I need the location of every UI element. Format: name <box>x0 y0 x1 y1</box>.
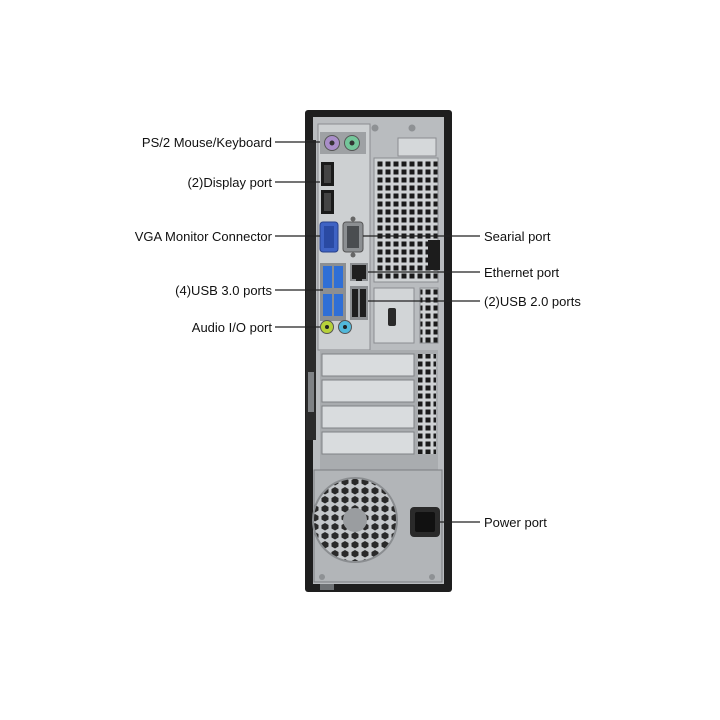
screw-icon <box>319 574 325 580</box>
expansion-slot <box>321 431 415 455</box>
usb3-port <box>323 266 332 288</box>
usb3-port <box>334 294 343 316</box>
label-ethernet: Ethernet port <box>484 265 560 280</box>
serial-port <box>342 216 364 258</box>
usb3-ports <box>320 263 346 321</box>
callout-labels: PS/2 Mouse/Keyboard (2)Display port VGA … <box>135 135 582 530</box>
usb2-ports <box>350 286 368 320</box>
label-ps2: PS/2 Mouse/Keyboard <box>142 135 272 150</box>
lock-tab <box>428 240 440 270</box>
label-serial: Searial port <box>484 229 551 244</box>
label-audio: Audio I/O port <box>192 320 273 335</box>
screw-icon <box>408 124 416 132</box>
usb2-port <box>360 289 366 317</box>
expansion-slot <box>321 405 415 429</box>
screw-icon <box>371 124 379 132</box>
top-vent-grid <box>373 157 439 283</box>
side-vent <box>419 287 439 344</box>
expansion-slot <box>321 353 415 377</box>
io-panel <box>317 123 371 351</box>
expansion-slots <box>320 350 438 470</box>
ps2-ports <box>320 132 366 154</box>
display-ports <box>321 162 334 214</box>
vga-port <box>319 221 339 253</box>
label-display: (2)Display port <box>187 175 272 190</box>
kensington-slot <box>388 308 396 326</box>
expansion-slot <box>321 379 415 403</box>
label-vga: VGA Monitor Connector <box>135 229 273 244</box>
screw-icon <box>429 574 435 580</box>
usb3-port <box>323 294 332 316</box>
rail-slot <box>308 372 314 412</box>
label-power: Power port <box>484 515 547 530</box>
top-vent-cover <box>397 137 437 157</box>
psu-label-tab <box>320 584 334 590</box>
usb3-port <box>334 266 343 288</box>
leader-lines <box>275 141 480 523</box>
label-usb2: (2)USB 2.0 ports <box>484 294 581 309</box>
power-supply <box>312 469 443 590</box>
label-usb3: (4)USB 3.0 ports <box>175 283 272 298</box>
slot-vent <box>418 354 436 454</box>
usb2-port <box>352 289 358 317</box>
ethernet-port <box>350 263 368 281</box>
audio-ports <box>320 320 352 334</box>
